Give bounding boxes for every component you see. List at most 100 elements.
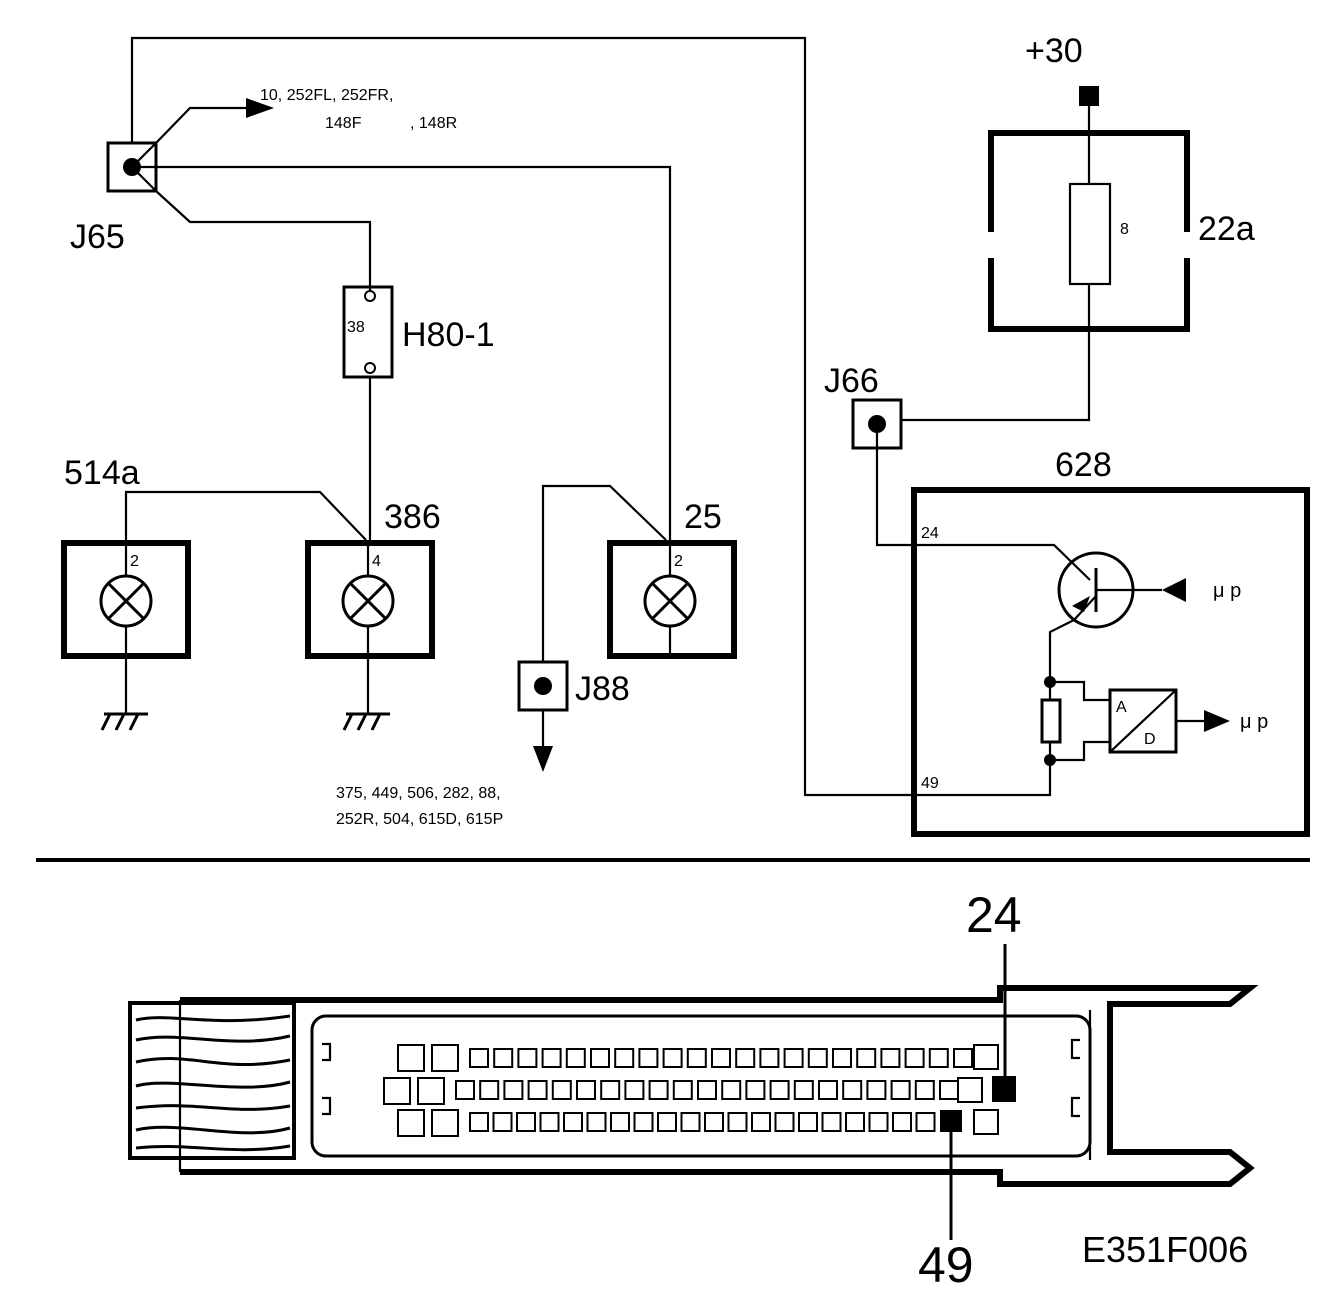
pin-cavity bbox=[610, 1112, 630, 1132]
pin-cavity bbox=[783, 1048, 804, 1068]
pin-cavity bbox=[711, 1048, 731, 1068]
lamp-386-label: 386 bbox=[384, 498, 441, 536]
pin-cavity bbox=[503, 1080, 524, 1100]
pin-cavity bbox=[880, 1048, 901, 1068]
connector-housing bbox=[128, 985, 1259, 1187]
h80-pin: 38 bbox=[347, 319, 365, 336]
pin-cavity bbox=[939, 1080, 959, 1100]
ecu-label: 628 bbox=[1055, 446, 1112, 484]
pin-cavity bbox=[383, 1077, 411, 1105]
shunt-resistor bbox=[1040, 676, 1110, 766]
lamp-386-pin: 4 bbox=[372, 553, 381, 570]
arrow-right-icon bbox=[1204, 710, 1230, 732]
pin-cavity bbox=[672, 1080, 693, 1100]
callout-24: 24 bbox=[966, 887, 1022, 943]
drawing-code: E351F006 bbox=[1082, 1229, 1248, 1270]
j88-label: J88 bbox=[575, 670, 630, 708]
pin-cavity bbox=[565, 1048, 586, 1068]
pin-cavity bbox=[845, 1112, 865, 1132]
pin-cavity bbox=[686, 1048, 707, 1068]
connector-pin-grid bbox=[383, 1044, 999, 1137]
pin-cavity bbox=[527, 1080, 548, 1100]
fuse-number: 8 bbox=[1120, 221, 1129, 238]
pin-cavity bbox=[807, 1048, 828, 1068]
supply-terminal-icon bbox=[1079, 86, 1099, 106]
j88-connector bbox=[517, 660, 569, 772]
pin-cavity bbox=[657, 1112, 677, 1132]
pin-cavity bbox=[662, 1048, 683, 1068]
arrow-down-icon bbox=[533, 746, 553, 772]
pin-cavity bbox=[469, 1048, 489, 1068]
ground-icon bbox=[342, 712, 390, 731]
pin-cavity bbox=[541, 1048, 562, 1068]
pin-cavity bbox=[856, 1048, 877, 1068]
wire-lamp25-to-j88 bbox=[541, 484, 667, 662]
fuse-box-label: 22a bbox=[1198, 210, 1255, 248]
pin-cavity bbox=[914, 1080, 935, 1100]
supply-label: +30 bbox=[1025, 32, 1083, 70]
lamp-514a-pin: 2 bbox=[130, 553, 139, 570]
ecu-pin-49: 49 bbox=[921, 775, 939, 792]
pin-cavity bbox=[928, 1048, 949, 1068]
pin-cavity bbox=[479, 1080, 500, 1100]
arrow-left-icon bbox=[1162, 578, 1186, 602]
pin-cavity bbox=[397, 1109, 425, 1137]
pin-cavity bbox=[624, 1080, 645, 1100]
pin-cavity bbox=[818, 1080, 838, 1100]
j65-label: J65 bbox=[70, 218, 125, 256]
pin-cavity bbox=[890, 1080, 911, 1100]
pin-cavity bbox=[727, 1112, 748, 1132]
pin-cavity bbox=[821, 1112, 842, 1132]
pin-cavity bbox=[614, 1048, 635, 1068]
pin-cavity bbox=[842, 1080, 863, 1100]
pin-cavity bbox=[680, 1112, 701, 1132]
pin-cavity bbox=[868, 1112, 889, 1132]
pin-cavity bbox=[431, 1044, 459, 1072]
j88-ref-line1: 375, 449, 506, 282, 88, bbox=[336, 785, 501, 802]
lamp-25-label: 25 bbox=[684, 498, 722, 536]
pin-cavity bbox=[751, 1112, 771, 1132]
pin-cavity bbox=[517, 1048, 538, 1068]
pin-cavity bbox=[798, 1112, 818, 1132]
adc-d: D bbox=[1144, 731, 1156, 748]
pin-cavity bbox=[417, 1077, 445, 1105]
pin-cavity bbox=[551, 1080, 572, 1100]
adc-a: A bbox=[1116, 699, 1127, 716]
pin-cavity bbox=[397, 1044, 425, 1072]
lamp-25 bbox=[607, 540, 737, 659]
up-top-label: μ p bbox=[1213, 580, 1241, 602]
pin-cavity bbox=[493, 1048, 514, 1068]
pin-cavity bbox=[953, 1048, 973, 1068]
pin-cavity bbox=[455, 1080, 475, 1100]
pin-cavity bbox=[769, 1080, 790, 1100]
j65-ref-line2b: , 148R bbox=[410, 115, 457, 132]
h80-label: H80-1 bbox=[402, 316, 495, 354]
j88-ref-line2: 252R, 504, 615D, 615P bbox=[336, 811, 503, 828]
wire-fuse-to-j66 bbox=[900, 284, 1091, 422]
pin-cavity bbox=[516, 1112, 536, 1132]
pin-24-marker bbox=[992, 1076, 1016, 1102]
callout-49: 49 bbox=[918, 1237, 974, 1293]
lamp-514a-label: 514a bbox=[64, 454, 140, 492]
pin-cavity bbox=[793, 1080, 814, 1100]
arrow-right-icon bbox=[246, 98, 274, 118]
pin-cavity bbox=[832, 1048, 852, 1068]
wire-j65-to-ecu-49 bbox=[130, 36, 1052, 797]
pin-cavity bbox=[892, 1112, 912, 1132]
pin-cavity bbox=[745, 1080, 766, 1100]
transistor-icon bbox=[1048, 551, 1135, 682]
pin-cavity bbox=[648, 1080, 669, 1100]
pin-cavity bbox=[563, 1112, 583, 1132]
h80-1-block bbox=[342, 285, 394, 379]
pin-cavity bbox=[973, 1109, 999, 1135]
lamp-386 bbox=[305, 540, 435, 714]
pin-cavity bbox=[735, 1048, 756, 1068]
ecu-pin-24: 24 bbox=[921, 525, 939, 542]
pin-cavity bbox=[973, 1044, 999, 1070]
j65-ref-line2a: 148F bbox=[325, 115, 362, 132]
wire-j65-ref bbox=[155, 106, 250, 144]
pin-cavity bbox=[431, 1109, 459, 1137]
lamp-25-pin: 2 bbox=[674, 553, 683, 570]
lamp-514a bbox=[61, 540, 191, 714]
